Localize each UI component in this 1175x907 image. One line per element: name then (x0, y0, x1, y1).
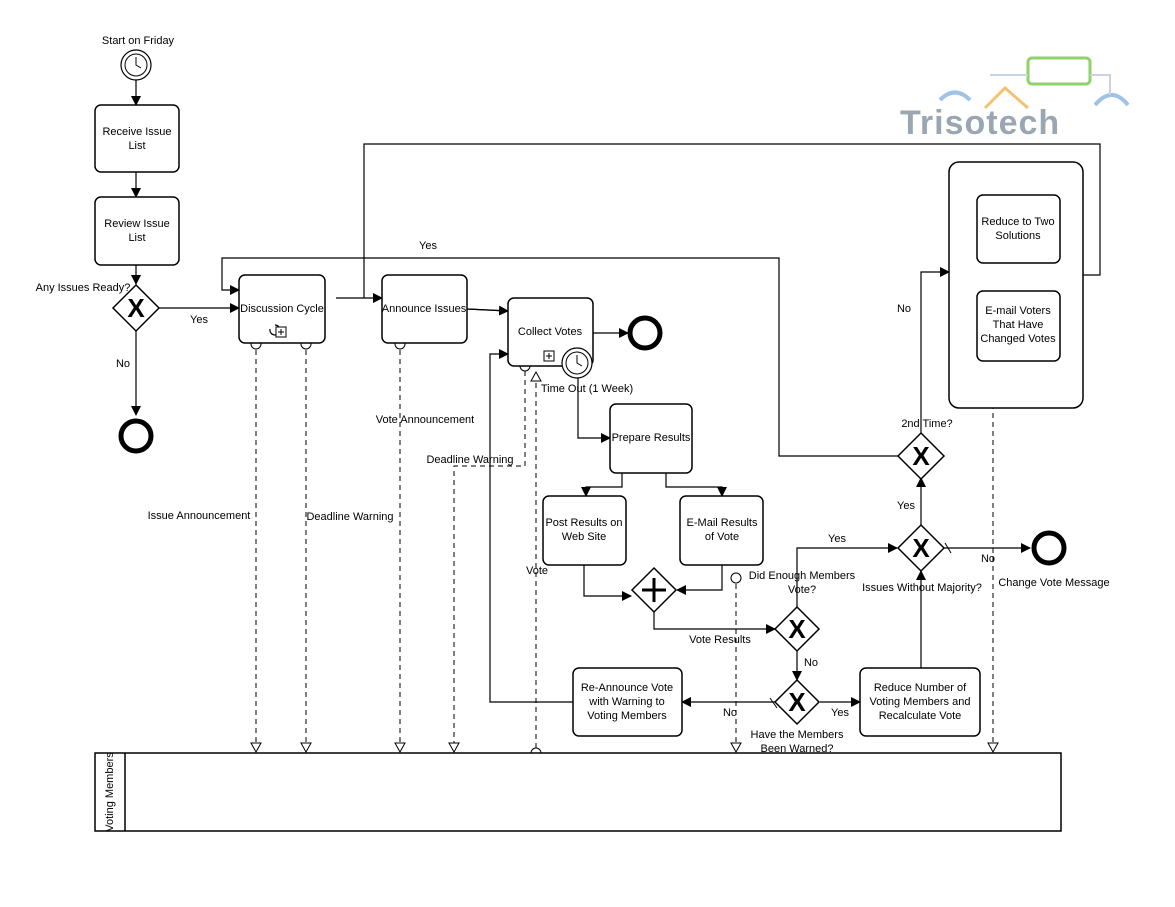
svg-text:Yes: Yes (897, 500, 915, 512)
start-event-label: Start on Friday (102, 35, 175, 47)
task-label: with Warning to (588, 696, 664, 708)
task-label: Prepare Results (612, 432, 691, 444)
start-event-timer: Start on Friday (102, 35, 175, 81)
task-email-results[interactable]: E-Mail Results of Vote (679, 495, 764, 566)
task-label: Collect Votes (518, 326, 583, 338)
end-event-change-vote (1031, 530, 1067, 566)
task-label: Reduce to Two (981, 216, 1054, 228)
gateway-label: Have the Members (751, 729, 844, 741)
message-labels: Issue Announcement Deadline Warning Vote… (148, 414, 752, 646)
svg-text:Vote Results: Vote Results (689, 634, 751, 646)
svg-text:Deadline Warning: Deadline Warning (426, 454, 513, 466)
timeout-label: Time Out (1 Week) (541, 383, 633, 395)
svg-text:X: X (788, 687, 806, 717)
change-vote-message-label: Change Vote Message (998, 577, 1109, 589)
svg-text:No: No (897, 303, 911, 315)
svg-text:Yes: Yes (419, 240, 437, 252)
task-label: Solutions (995, 230, 1041, 242)
gateway-label: Did Enough Members (749, 570, 856, 582)
svg-text:Yes: Yes (831, 707, 849, 719)
gateway-any-issues-ready: X Any Issues Ready? (36, 282, 161, 333)
trisotech-logo: Trisotech (900, 56, 1130, 142)
task-reannounce-vote[interactable]: Re-Announce Vote with Warning to Voting … (572, 667, 683, 737)
gateway-label: Been Warned? (761, 743, 834, 755)
task-post-results[interactable]: Post Results on Web Site (542, 495, 627, 566)
svg-text:X: X (788, 614, 806, 644)
task-label: E-Mail Results (687, 517, 758, 529)
task-label: Receive Issue (102, 126, 171, 138)
task-label: Reduce Number of (874, 682, 967, 694)
gateway-parallel-join (630, 566, 678, 614)
task-label: Discussion Cycle (240, 303, 324, 315)
svg-text:X: X (912, 533, 930, 563)
end-event-collect (627, 315, 663, 351)
svg-text:Yes: Yes (828, 533, 846, 545)
task-label: Recalculate Vote (879, 710, 962, 722)
gateway-label: Vote? (788, 584, 816, 596)
task-label: Voting Members (587, 710, 667, 722)
svg-text:Vote Announcement: Vote Announcement (376, 414, 474, 426)
svg-text:X: X (127, 293, 145, 323)
task-label: Re-Announce Vote (581, 682, 673, 694)
gateway-members-warned: X Have the Members Been Warned? (751, 678, 844, 755)
svg-text:No: No (723, 707, 737, 719)
gateway-label: 2nd Time? (901, 418, 952, 430)
task-label: Changed Votes (980, 333, 1056, 345)
task-label: That Have (993, 319, 1044, 331)
task-announce-issues[interactable]: Announce Issues (381, 274, 468, 344)
gateway-without-majority: X Issues Without Majority? (862, 523, 982, 594)
task-label: List (128, 140, 145, 152)
task-label: List (128, 232, 145, 244)
svg-text:Deadline Warning: Deadline Warning (306, 511, 393, 523)
task-prepare-results[interactable]: Prepare Results (609, 403, 693, 474)
pool-voting-members: Voting Members (94, 752, 1062, 832)
svg-text:No: No (116, 358, 130, 370)
task-label: Review Issue (104, 218, 169, 230)
sequence-flows (131, 80, 1101, 709)
svg-text:Yes: Yes (190, 314, 208, 326)
svg-text:No: No (804, 657, 818, 669)
task-label: Announce Issues (382, 303, 467, 315)
task-label: Voting Members and (870, 696, 971, 708)
svg-text:X: X (912, 441, 930, 471)
gateway-enough-members: X Did Enough Members Vote? (749, 570, 856, 653)
svg-text:Issue Announcement: Issue Announcement (148, 510, 251, 522)
svg-text:Vote: Vote (526, 565, 548, 577)
task-reduce-two-solutions[interactable]: Reduce to Two Solutions (976, 194, 1061, 264)
logo-text: Trisotech (900, 104, 1060, 142)
task-receive-issue-list[interactable]: Receive Issue List (94, 104, 180, 173)
gateway-second-time: X 2nd Time? (896, 418, 953, 481)
end-event-no-issues (118, 418, 154, 454)
task-label: of Vote (705, 531, 739, 543)
task-reduce-voting-members[interactable]: Reduce Number of Voting Members and Reca… (859, 667, 981, 737)
subprocess-discussion-cycle[interactable]: Discussion Cycle (238, 274, 326, 344)
task-email-voters[interactable]: E-mail Voters That Have Changed Votes (976, 290, 1061, 362)
svg-text:No: No (981, 553, 995, 565)
task-label: E-mail Voters (985, 305, 1051, 317)
pool-label: Voting Members (104, 752, 116, 832)
gateway-label: Any Issues Ready? (36, 282, 131, 294)
task-review-issue-list[interactable]: Review Issue List (94, 196, 180, 266)
boundary-timer-event: Time Out (1 Week) (541, 347, 633, 395)
task-label: Post Results on (545, 517, 622, 529)
gateway-label: Issues Without Majority? (862, 582, 982, 594)
task-label: Web Site (562, 531, 606, 543)
flow-labels: Yes No Yes Yes No Yes No No Yes No (116, 240, 995, 719)
